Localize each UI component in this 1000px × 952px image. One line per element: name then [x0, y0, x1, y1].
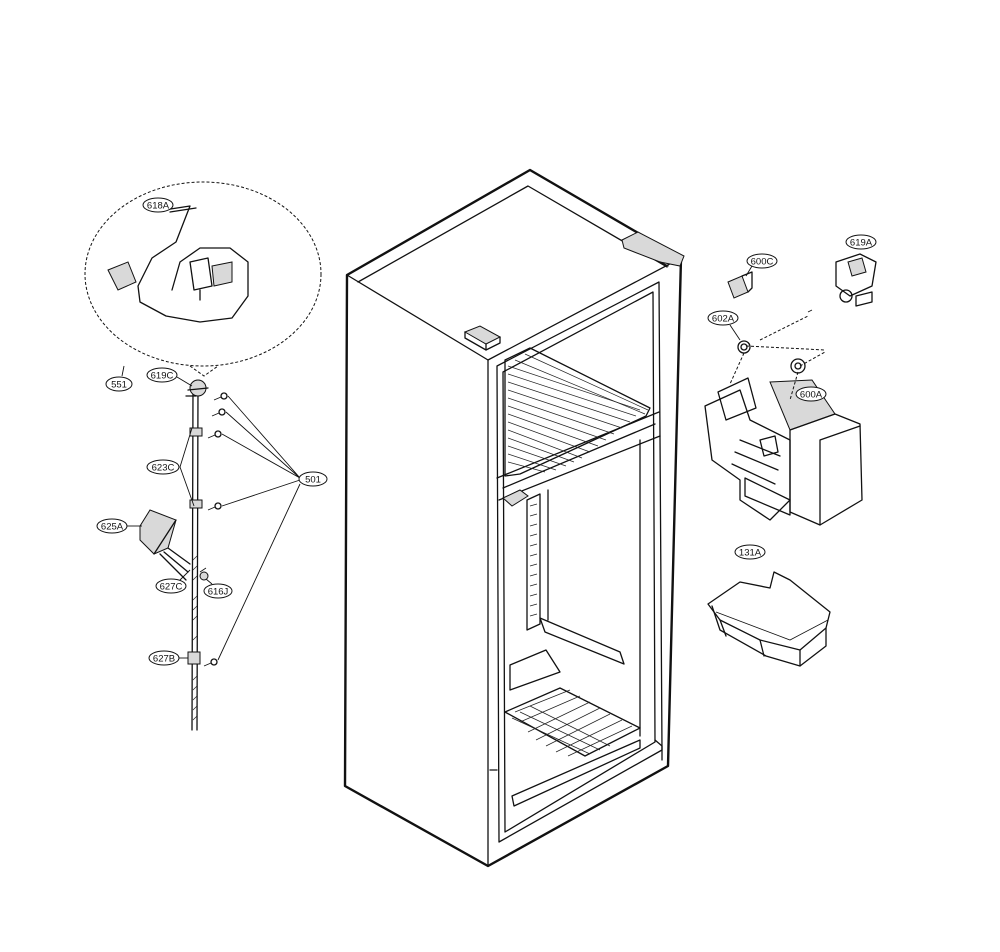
callout-label-131A: 131A [739, 548, 762, 559]
callout-616J: 616J [203, 578, 233, 599]
callout-623C: 623C [146, 459, 180, 475]
callout-label-551: 551 [111, 380, 127, 391]
screw-501-parts [203, 392, 228, 667]
refrigerator-cabinet [343, 168, 685, 868]
ice-bin [707, 571, 831, 667]
callout-label-618A: 618A [147, 201, 170, 212]
callout-label-627B: 627B [153, 654, 175, 665]
callout-501: 501 [298, 471, 328, 487]
top-hinge [621, 231, 685, 267]
callout-602A: 602A [707, 310, 741, 341]
detail-circle [84, 181, 322, 377]
callout-label-619C: 619C [151, 371, 174, 382]
shelf-rail [526, 493, 541, 631]
clip-600C-part [727, 271, 753, 299]
fastener-part [790, 358, 806, 374]
callout-619A: 619A [845, 234, 877, 250]
callout-label-627C: 627C [160, 582, 183, 593]
callout-600A: 600A [795, 386, 827, 402]
callout-label-619A: 619A [850, 238, 873, 249]
box-625A-part [139, 509, 191, 581]
callout-625A: 625A [96, 518, 142, 534]
callout-label-616J: 616J [208, 587, 229, 598]
screw-602A-part [737, 340, 751, 354]
callout-551: 551 [105, 376, 133, 392]
callout-627B: 627B [148, 650, 188, 666]
callout-label-600C: 600C [751, 257, 774, 268]
callout-600C: 600C [745, 253, 778, 277]
control-box [463, 325, 502, 351]
callout-label-623C: 623C [152, 463, 175, 474]
crisper-shelf [504, 687, 641, 757]
freezer-shelf [504, 347, 651, 477]
callout-label-625A: 625A [101, 522, 124, 533]
callout-619C: 619C [146, 367, 193, 387]
ice-maker-assembly [704, 253, 877, 526]
callout-label-602A: 602A [712, 314, 735, 325]
callout-label-600A: 600A [800, 390, 823, 401]
callout-618A: 618A [142, 197, 174, 213]
valve-619A-part [835, 253, 877, 307]
water-line-assembly [121, 365, 301, 731]
callout-label-501: 501 [305, 475, 321, 486]
callout-131A: 131A [734, 544, 766, 560]
callout-627C: 627C [155, 569, 191, 594]
